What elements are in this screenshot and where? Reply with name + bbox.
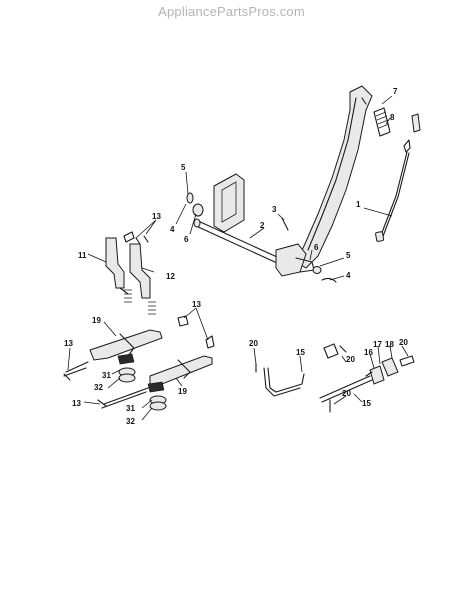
callout-1: 1 [356, 200, 361, 209]
lever-19-left [63, 329, 163, 383]
callout-5: 5 [181, 163, 186, 172]
callout-3: 3 [272, 205, 277, 214]
callout-17: 17 [373, 340, 382, 349]
bushing-upper [186, 192, 204, 217]
callout-20b: 20 [346, 355, 355, 364]
pedal-arm-12 [129, 243, 156, 315]
callout-32: 32 [94, 383, 103, 392]
bolt-13-bottom [97, 399, 107, 407]
cross-shaft [193, 218, 337, 283]
callout-20c: 20 [399, 338, 408, 347]
callout-4b: 4 [346, 271, 351, 280]
callout-6: 6 [184, 235, 189, 244]
lift-lever [295, 85, 373, 269]
callout-5b: 5 [346, 251, 351, 260]
callout-12: 12 [166, 272, 175, 281]
callout-13d: 13 [72, 399, 81, 408]
callout-8: 8 [390, 113, 395, 122]
callout-4: 4 [170, 225, 175, 234]
pedal-arm-11 [105, 237, 132, 303]
callout-31b: 31 [126, 404, 135, 413]
callout-labels: 7 8 5 1 3 13 4 6 2 11 6 5 12 4 13 19 13 … [64, 87, 408, 426]
callout-15b: 15 [362, 399, 371, 408]
callout-31: 31 [102, 371, 111, 380]
callout-11: 11 [78, 251, 87, 260]
spring-assembly [373, 107, 391, 137]
callout-20d: 20 [342, 389, 351, 398]
callout-6b: 6 [314, 243, 319, 252]
clips-middle [177, 315, 215, 349]
leader-lines [67, 95, 409, 421]
watermark: AppliancePartsPros.com [158, 4, 305, 19]
bolt-3 [281, 217, 289, 231]
callout-13c: 13 [64, 339, 73, 348]
callout-2: 2 [260, 221, 265, 230]
callout-32b: 32 [126, 417, 135, 426]
callout-13: 13 [152, 212, 161, 221]
callout-16: 16 [364, 348, 373, 357]
callout-13b: 13 [192, 300, 201, 309]
clips-upper [123, 231, 149, 245]
linkage-15 [255, 343, 415, 413]
pivot-bracket [213, 173, 245, 233]
callout-19b: 19 [178, 387, 187, 396]
rod-1 [375, 113, 421, 242]
bolt-13-left [63, 373, 71, 381]
callout-20: 20 [249, 339, 258, 348]
callout-15: 15 [296, 348, 305, 357]
callout-19: 19 [92, 316, 101, 325]
lever-19-right [101, 355, 213, 411]
callout-18: 18 [385, 340, 394, 349]
callout-7: 7 [393, 87, 398, 96]
